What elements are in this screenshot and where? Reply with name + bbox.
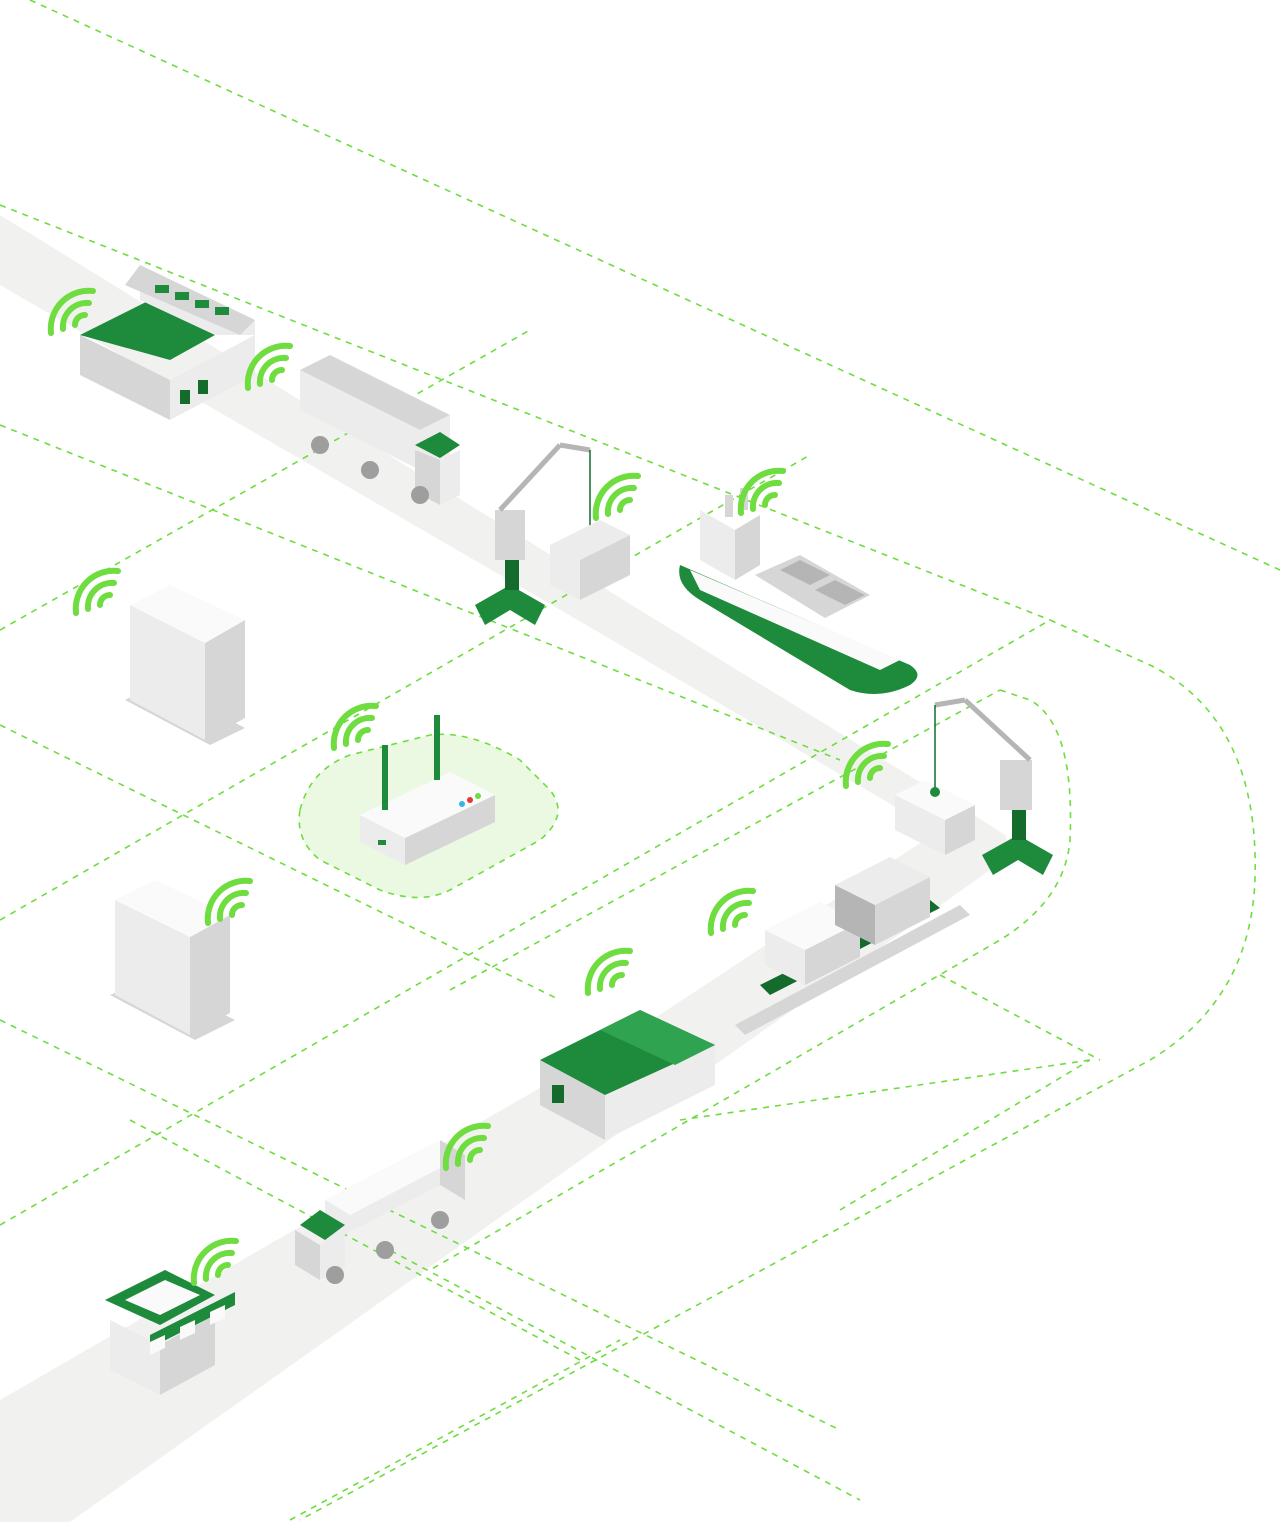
factory-icon <box>51 265 255 420</box>
port-crane-icon <box>930 697 1053 875</box>
warehouse-icon <box>540 951 715 1140</box>
store-icon <box>105 1241 236 1395</box>
port-crane-icon <box>475 442 595 625</box>
pallet-icon <box>110 880 250 1040</box>
shipping-container-icon <box>846 744 975 855</box>
pallet-icon <box>76 571 245 745</box>
shipping-container-icon <box>550 476 638 600</box>
truck-icon <box>248 346 460 505</box>
truck-icon <box>295 1126 488 1284</box>
iot-gateway-router-icon <box>334 706 495 865</box>
cargo-ship-icon <box>679 471 918 694</box>
road <box>0 215 1010 1522</box>
freight-train-icon <box>711 857 970 1035</box>
